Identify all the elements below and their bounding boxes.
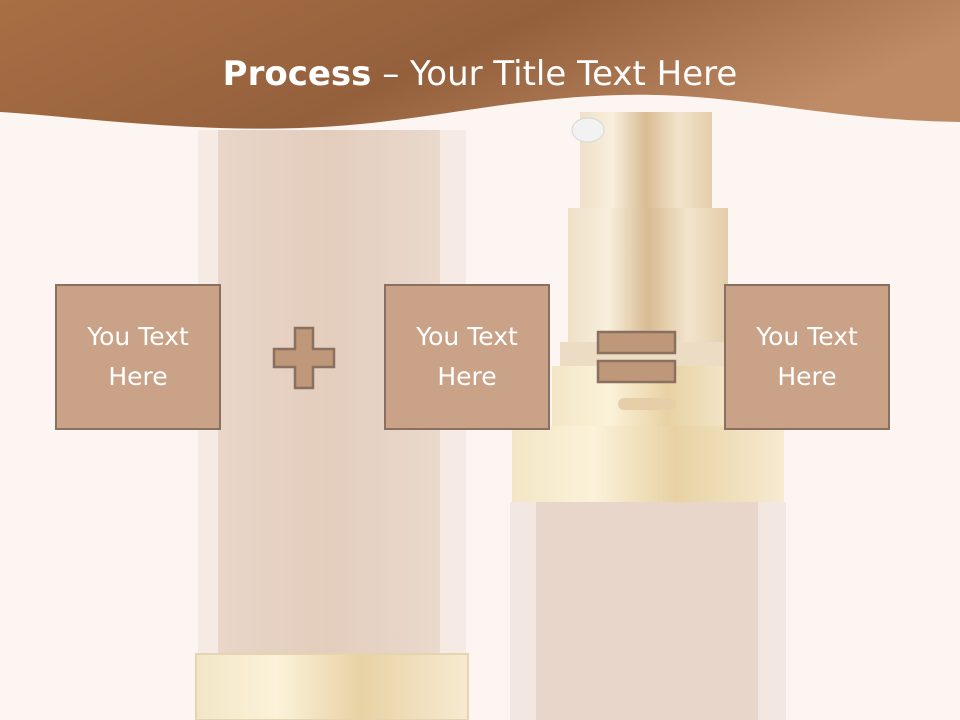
title-bold: Process bbox=[222, 54, 372, 94]
header-banner bbox=[0, 0, 960, 129]
plus-icon bbox=[272, 326, 336, 390]
equals-icon bbox=[596, 330, 677, 384]
process-box-1[interactable]: You Text Here bbox=[55, 284, 221, 430]
page-title: Process – Your Title Text Here bbox=[0, 52, 960, 96]
process-box-3-text: You Text Here bbox=[756, 322, 858, 391]
title-text: Your Title Text Here bbox=[410, 54, 738, 94]
process-box-3[interactable]: You Text Here bbox=[724, 284, 890, 430]
process-box-2[interactable]: You Text Here bbox=[384, 284, 550, 430]
process-box-2-text: You Text Here bbox=[416, 322, 518, 391]
process-box-1-text: You Text Here bbox=[87, 322, 189, 391]
right-bottle-collar bbox=[512, 426, 784, 502]
title-separator: – bbox=[371, 54, 411, 94]
